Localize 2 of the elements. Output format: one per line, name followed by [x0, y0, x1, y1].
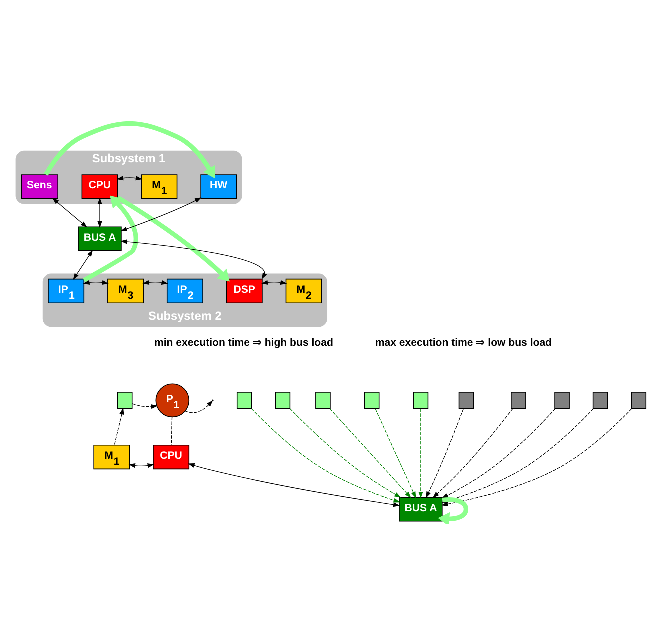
label: min execution time ⇒ high bus load: [154, 336, 334, 348]
label: max execution time ⇒ low bus load: [375, 336, 552, 348]
